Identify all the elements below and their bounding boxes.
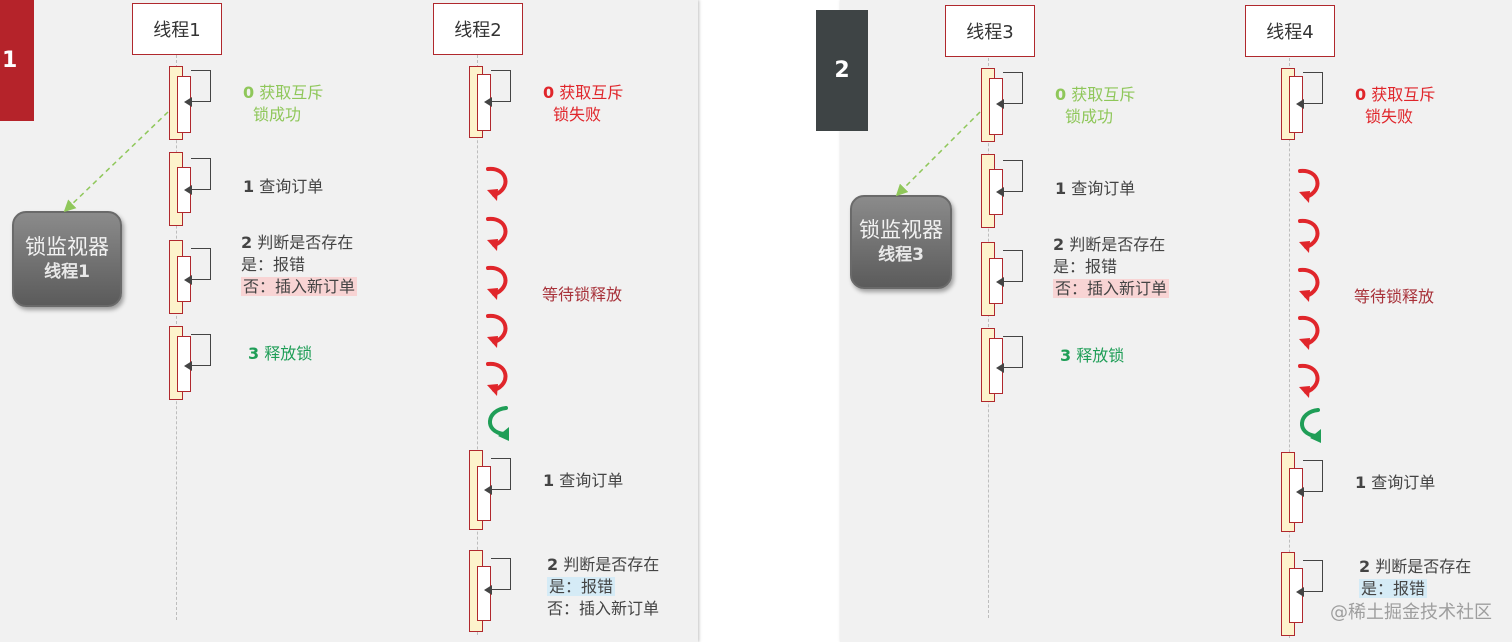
lock-monitor-owner: 线程3 xyxy=(878,245,924,265)
scenario-badge-2: 2 xyxy=(816,10,868,131)
lock-acquired-green-arrow xyxy=(1299,408,1323,445)
step-release-lock: 3 释放锁 xyxy=(248,344,313,363)
step-acquire-lock-success: 0 获取互斥 锁成功 xyxy=(243,83,324,124)
scenario-badge-1: 1 xyxy=(0,0,34,121)
watermark: @稀土掘金技术社区 xyxy=(1330,602,1492,623)
lock-monitor-title: 锁监视器 xyxy=(859,218,943,242)
self-call-arrow xyxy=(996,160,1023,197)
step-query-order: 1 查询订单 xyxy=(243,177,324,196)
step-check-exists: 2 判断是否存在 是：报错 否：插入新订单 xyxy=(547,555,660,618)
thread-2-header: 线程2 xyxy=(433,3,523,55)
wait-lock-release-label: 等待锁释放 xyxy=(542,285,623,304)
wait-retry-red-arrow xyxy=(1297,363,1320,400)
thread-3-header: 线程3 xyxy=(945,5,1035,57)
lock-monitor-title: 锁监视器 xyxy=(25,235,109,259)
thread-4-lifeline xyxy=(1289,58,1290,638)
self-call-arrow xyxy=(484,558,511,595)
self-call-arrow xyxy=(484,70,511,107)
self-call-arrow xyxy=(996,250,1023,287)
self-call-arrow xyxy=(184,70,211,107)
wait-retry-red-arrow xyxy=(485,361,508,398)
wait-retry-red-arrow xyxy=(485,216,508,253)
self-call-arrow xyxy=(1296,460,1323,497)
self-call-arrow xyxy=(1296,72,1323,109)
step-query-order: 1 查询订单 xyxy=(1355,473,1436,492)
step-check-exists: 2 判断是否存在 是：报错 否：插入新订单 xyxy=(241,233,358,296)
lock-monitor: 锁监视器 线程1 xyxy=(12,211,122,307)
monitor-link-arrow xyxy=(63,111,169,213)
step-acquire-lock-fail: 0 获取互斥 锁失败 xyxy=(543,83,624,124)
lock-acquired-green-arrow xyxy=(487,406,511,443)
step-check-exists: 2 判断是否存在 是：报错 否：插入新订单 xyxy=(1053,235,1170,298)
self-call-arrow xyxy=(996,336,1023,373)
lock-monitor: 锁监视器 线程3 xyxy=(850,195,952,289)
monitor-link-arrow xyxy=(895,111,981,197)
wait-retry-red-arrow xyxy=(1297,267,1320,304)
scenario-panel-2 xyxy=(840,0,1512,642)
lock-monitor-owner: 线程1 xyxy=(44,262,90,282)
step-query-order: 1 查询订单 xyxy=(543,471,624,490)
wait-retry-red-arrow xyxy=(485,265,508,302)
self-call-arrow xyxy=(996,72,1023,109)
scenario-panel-1 xyxy=(0,0,698,642)
wait-retry-red-arrow xyxy=(1297,168,1320,205)
self-call-arrow xyxy=(484,458,511,495)
wait-retry-red-arrow xyxy=(1297,315,1320,352)
wait-retry-red-arrow xyxy=(485,313,508,350)
thread-1-header: 线程1 xyxy=(132,3,222,55)
thread-4-header: 线程4 xyxy=(1245,5,1335,57)
step-check-exists: 2 判断是否存在 是：报错 xyxy=(1359,557,1472,598)
self-call-arrow xyxy=(184,158,211,195)
step-release-lock: 3 释放锁 xyxy=(1060,346,1125,365)
self-call-arrow xyxy=(184,248,211,285)
step-acquire-lock-success: 0 获取互斥 锁成功 xyxy=(1055,85,1136,126)
wait-lock-release-label: 等待锁释放 xyxy=(1354,287,1435,306)
wait-retry-red-arrow xyxy=(485,166,508,203)
self-call-arrow xyxy=(184,334,211,371)
self-call-arrow xyxy=(1296,560,1323,597)
step-query-order: 1 查询订单 xyxy=(1055,179,1136,198)
wait-retry-red-arrow xyxy=(1297,218,1320,255)
step-acquire-lock-fail: 0 获取互斥 锁失败 xyxy=(1355,85,1436,126)
thread-2-lifeline xyxy=(477,55,478,635)
